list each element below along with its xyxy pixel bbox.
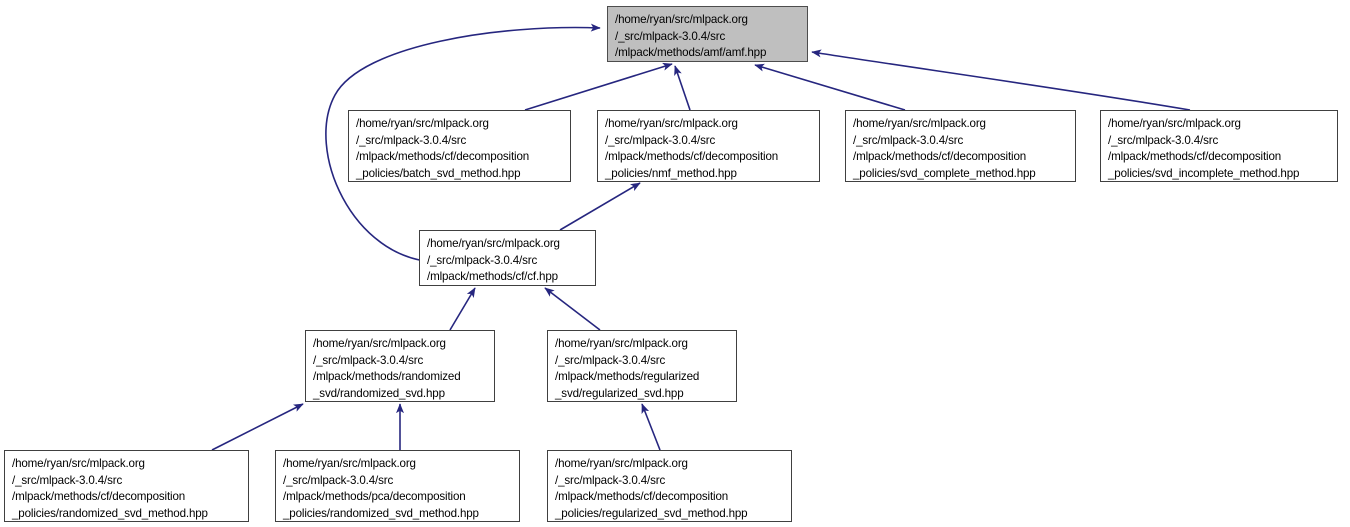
graph-node-cf_regularized_svd_method[interactable]: /home/ryan/src/mlpack.org /_src/mlpack-3.… [547, 450, 792, 522]
graph-node-label-line: /home/ryan/src/mlpack.org [427, 237, 560, 250]
graph-node-label-line: /mlpack/methods/cf/decomposition [555, 490, 729, 504]
graph-node-label-line: _policies/regularized_svd_method.hpp [555, 506, 748, 520]
graph-node-label-line: /home/ryan/src/mlpack.org [605, 117, 738, 130]
graph-node-label-line: _policies/nmf_method.hpp [605, 166, 737, 180]
graph-edge-regularized_svd-to-cf [544, 287, 601, 331]
graph-node-label-line: /home/ryan/src/mlpack.org [356, 117, 489, 130]
graph-node-label-line: /_src/mlpack-3.0.4/src [283, 473, 394, 487]
graph-node-regularized_svd[interactable]: /home/ryan/src/mlpack.org /_src/mlpack-3.… [547, 330, 737, 402]
graph-node-label-line: /mlpack/methods/regularized [555, 370, 700, 384]
graph-edge-cf_randomized_svd_method-to-randomized_svd [211, 403, 304, 451]
graph-node-label-line: /_src/mlpack-3.0.4/src [356, 133, 467, 147]
graph-edge-cf_regularized_svd_method-to-regularized_svd [641, 403, 661, 451]
graph-node-label-line: /mlpack/methods/cf/decomposition [356, 150, 530, 164]
graph-node-label-line: _svd/regularized_svd.hpp [555, 386, 684, 400]
graph-node-amf[interactable]: /home/ryan/src/mlpack.org /_src/mlpack-3.… [607, 6, 808, 62]
graph-node-label-line: /mlpack/methods/pca/decomposition [283, 490, 466, 504]
graph-node-randomized_svd[interactable]: /home/ryan/src/mlpack.org /_src/mlpack-3.… [305, 330, 495, 402]
graph-node-label-line: /_src/mlpack-3.0.4/src [615, 29, 726, 43]
graph-node-label-line: /mlpack/methods/cf/decomposition [853, 150, 1027, 164]
graph-node-label-line: _policies/svd_incomplete_method.hpp [1108, 166, 1300, 180]
graph-node-nmf_method[interactable]: /home/ryan/src/mlpack.org /_src/mlpack-3.… [597, 110, 820, 182]
graph-node-label-line: _policies/randomized_svd_method.hpp [283, 506, 479, 520]
graph-node-label-line: _policies/batch_svd_method.hpp [356, 166, 521, 180]
graph-node-label-line: /mlpack/methods/cf/decomposition [605, 150, 779, 164]
graph-node-label-line: /home/ryan/src/mlpack.org [615, 13, 748, 26]
graph-node-label-line: /mlpack/methods/amf/amf.hpp [615, 46, 767, 60]
graph-node-label-line: /mlpack/methods/cf/cf.hpp [427, 270, 558, 284]
graph-edge-batch_svd_method-to-amf [524, 62, 673, 111]
graph-node-pca_randomized_svd_method[interactable]: /home/ryan/src/mlpack.org /_src/mlpack-3.… [275, 450, 520, 522]
graph-node-label-line: /_src/mlpack-3.0.4/src [427, 253, 538, 267]
graph-node-cf_randomized_svd_method[interactable]: /home/ryan/src/mlpack.org /_src/mlpack-3.… [4, 450, 249, 522]
graph-node-label-line: /mlpack/methods/cf/decomposition [12, 490, 186, 504]
graph-node-label-line: /_src/mlpack-3.0.4/src [555, 353, 666, 367]
graph-node-label-line: /_src/mlpack-3.0.4/src [853, 133, 964, 147]
graph-edge-svd_complete_method-to-amf [754, 63, 906, 111]
graph-node-label-line: /home/ryan/src/mlpack.org [12, 457, 145, 470]
graph-node-label-line: /home/ryan/src/mlpack.org [555, 457, 688, 470]
graph-node-svd_complete_method[interactable]: /home/ryan/src/mlpack.org /_src/mlpack-3.… [845, 110, 1076, 182]
graph-node-label-line: _policies/randomized_svd_method.hpp [12, 506, 208, 520]
graph-node-label-line: /_src/mlpack-3.0.4/src [555, 473, 666, 487]
graph-edge-svd_incomplete_method-to-amf [811, 49, 1191, 111]
graph-node-label-line: /home/ryan/src/mlpack.org [283, 457, 416, 470]
graph-edge-cf-to-nmf_method [559, 182, 641, 231]
graph-node-svd_incomplete_method[interactable]: /home/ryan/src/mlpack.org /_src/mlpack-3.… [1100, 110, 1338, 182]
graph-node-batch_svd_method[interactable]: /home/ryan/src/mlpack.org /_src/mlpack-3.… [348, 110, 571, 182]
graph-node-label-line: /mlpack/methods/cf/decomposition [1108, 150, 1282, 164]
graph-node-label-line: /_src/mlpack-3.0.4/src [313, 353, 424, 367]
graph-node-label-line: _svd/randomized_svd.hpp [313, 386, 445, 400]
graph-node-label-line: /home/ryan/src/mlpack.org [853, 117, 986, 130]
graph-node-cf[interactable]: /home/ryan/src/mlpack.org /_src/mlpack-3.… [419, 230, 596, 286]
graph-node-label-line: /home/ryan/src/mlpack.org [1108, 117, 1241, 130]
graph-node-label-line: _policies/svd_complete_method.hpp [853, 166, 1036, 180]
graph-node-label-line: /home/ryan/src/mlpack.org [313, 337, 446, 350]
graph-node-label-line: /_src/mlpack-3.0.4/src [12, 473, 123, 487]
graph-node-label-line: /home/ryan/src/mlpack.org [555, 337, 688, 350]
graph-node-label-line: /_src/mlpack-3.0.4/src [605, 133, 716, 147]
graph-edge-nmf_method-to-amf [674, 65, 691, 111]
graph-node-label-line: /_src/mlpack-3.0.4/src [1108, 133, 1219, 147]
graph-edge-randomized_svd-to-cf [449, 287, 476, 331]
graph-node-label-line: /mlpack/methods/randomized [313, 370, 461, 384]
